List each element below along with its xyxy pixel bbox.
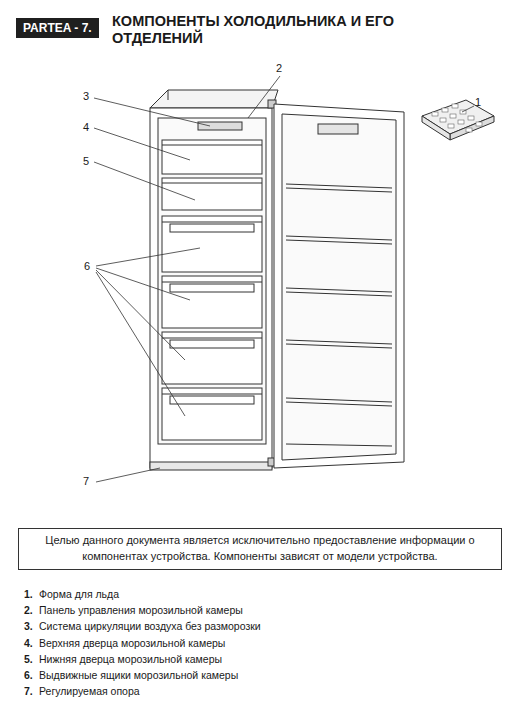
part-name: Панель управления морозильной камеры [39,604,243,616]
list-number: 6. [24,669,33,681]
section-label: PARTEA - 7. [23,21,92,35]
callout-number: 5 [83,155,89,167]
list-number: 4. [24,637,33,649]
list-number: 1. [24,588,33,600]
notice-text: Целью данного документа является исключи… [45,534,474,562]
part-name: Форма для льда [39,588,119,600]
callout-number: 4 [83,121,89,133]
part-name: Регулируемая опора [39,685,140,697]
callout-number: 3 [83,90,89,102]
part-name: Система циркуляции воздуха без разморозк… [39,620,261,632]
page-title: КОМПОНЕНТЫ ХОЛОДИЛЬНИКА И ЕГО ОТДЕЛЕНИЙ [112,13,442,46]
list-number: 7. [24,685,33,697]
list-number: 5. [24,653,33,665]
part-name: Выдвижные ящики морозильной камеры [39,669,238,681]
list-number: 2. [24,604,33,616]
section-tag: PARTEA - 7. [16,18,99,38]
callout-number: 7 [83,475,89,487]
callout-number: 6 [84,260,90,272]
callout-number: 1 [475,96,481,108]
callout-number: 2 [276,62,282,74]
notice-box: Целью данного документа является исключи… [18,528,502,570]
part-name: Верхняя дверца морозильной камеры [39,637,225,649]
part-name: Нижняя дверца морозильной камеры [39,653,222,665]
list-number: 3. [24,620,33,632]
